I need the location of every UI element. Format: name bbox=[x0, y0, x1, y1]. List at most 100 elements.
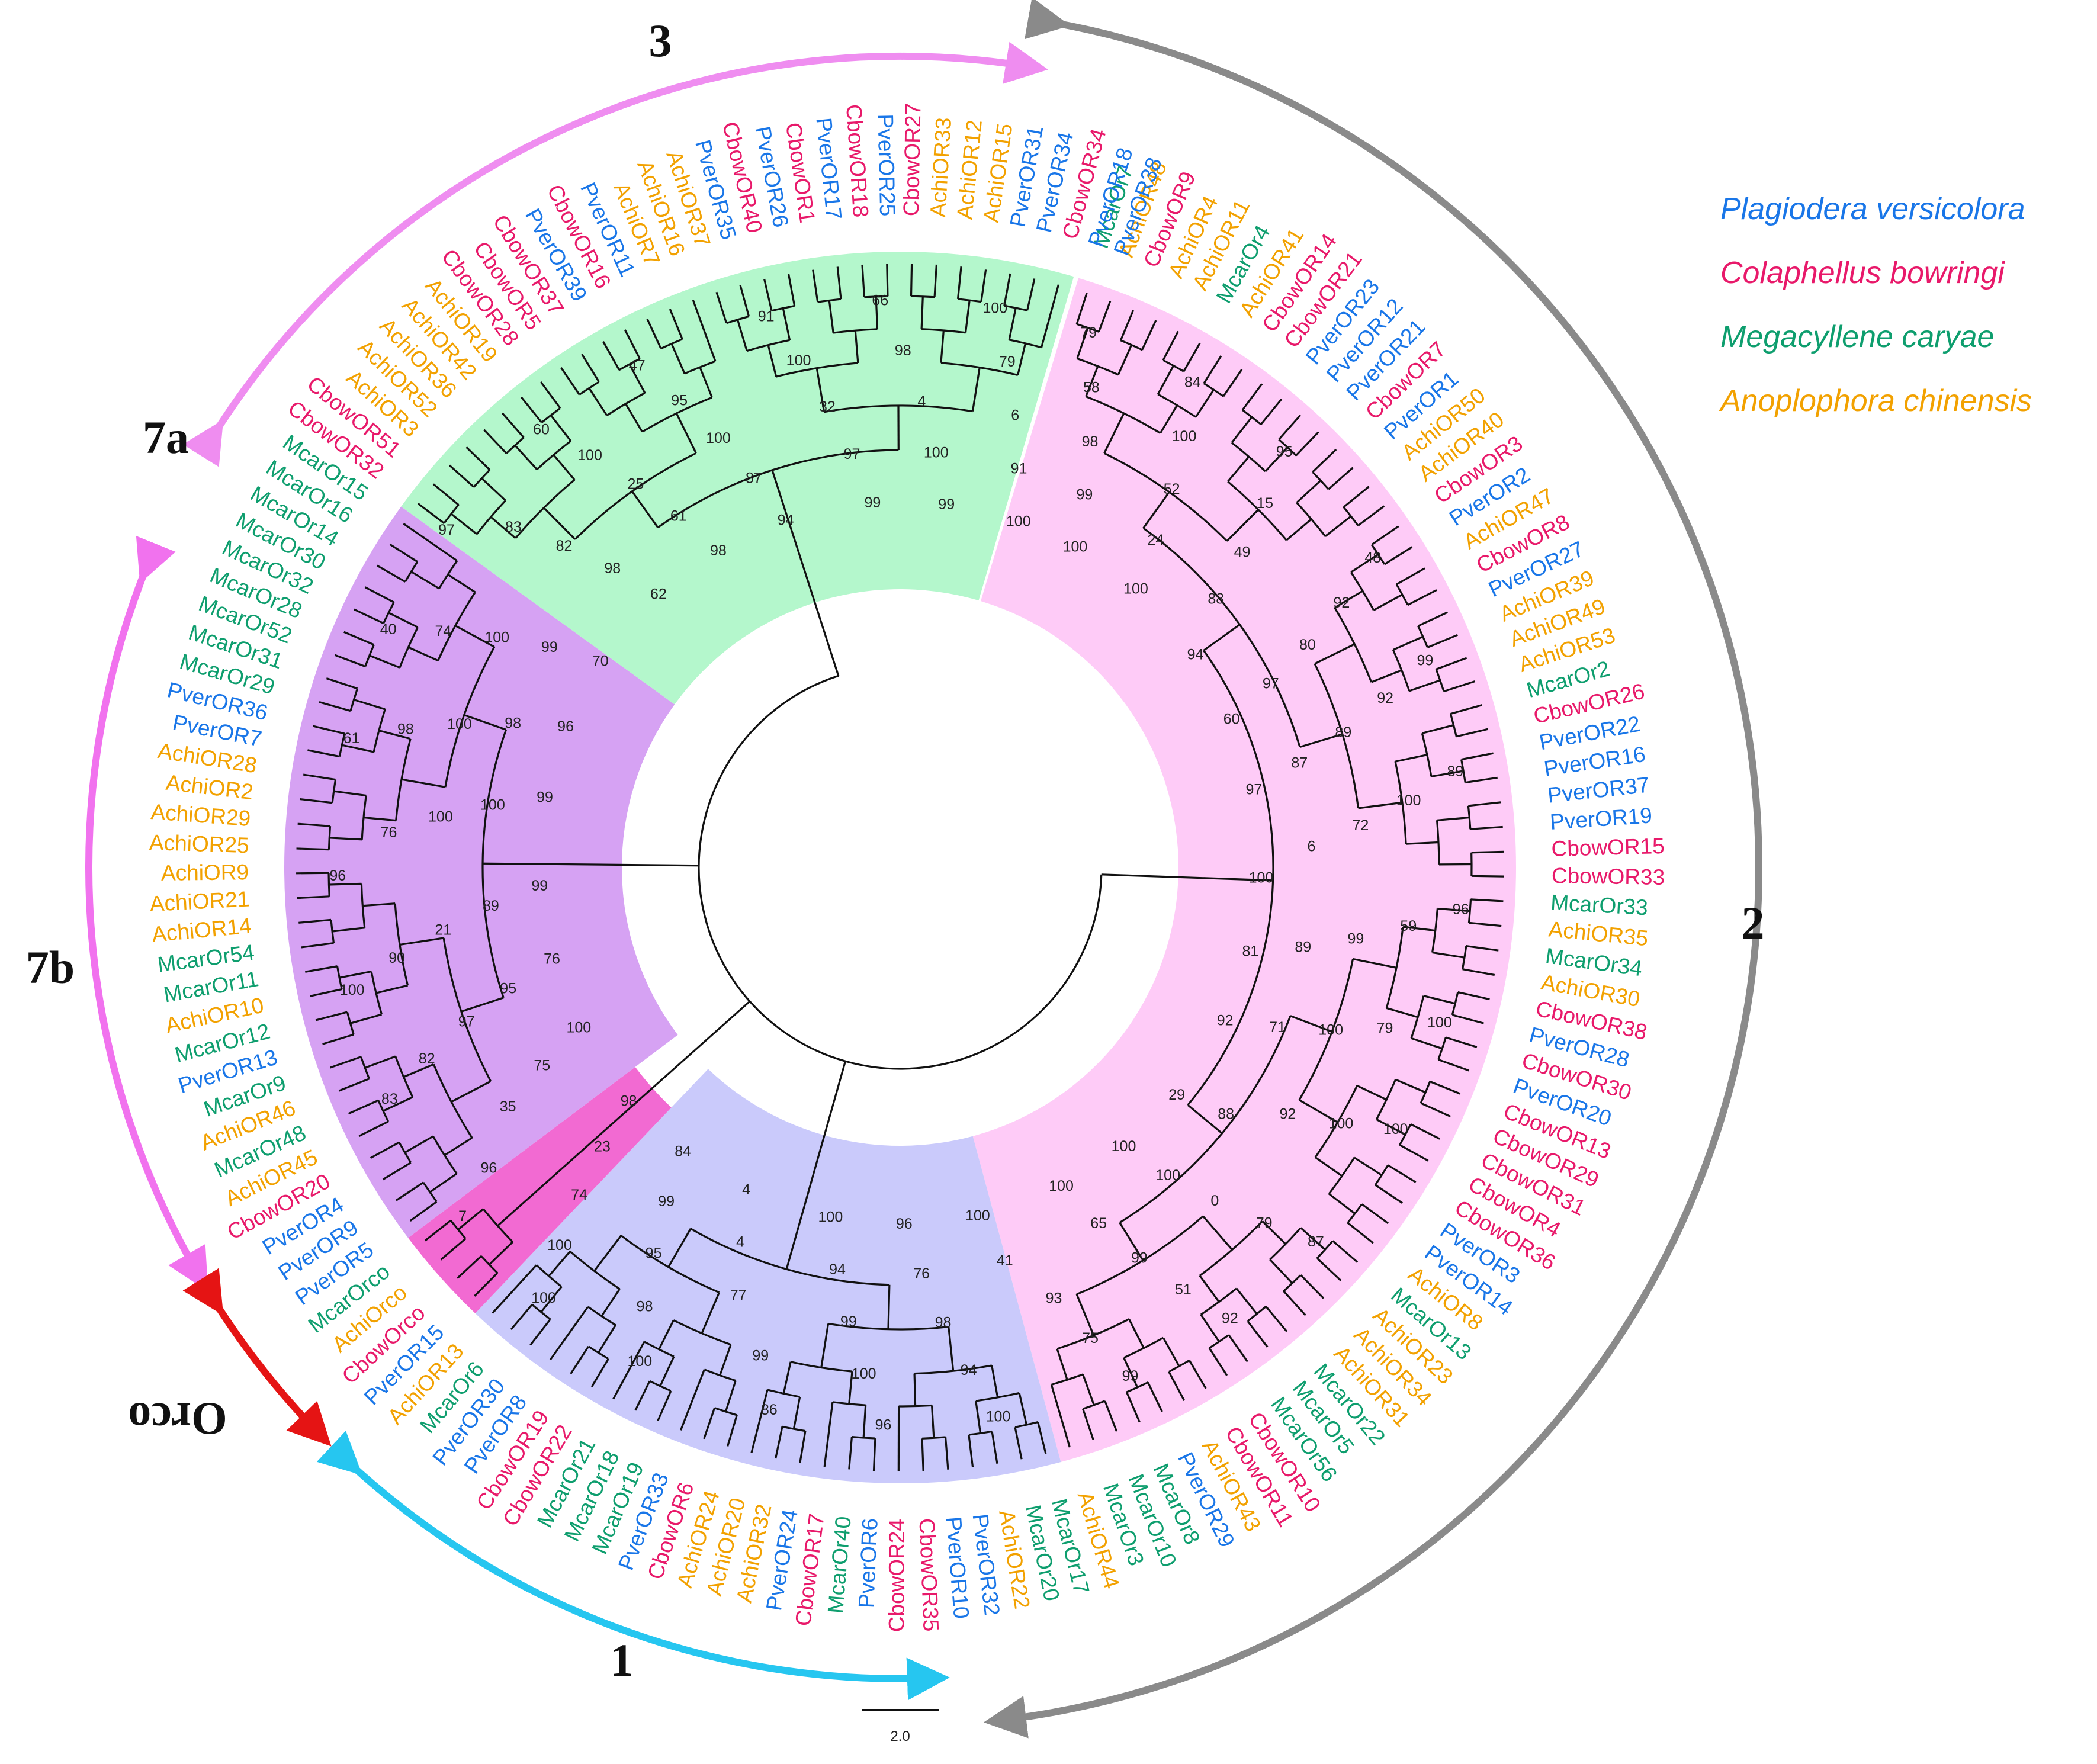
tree-branch bbox=[1350, 553, 1379, 573]
bootstrap-value: 99 bbox=[541, 639, 558, 656]
bootstrap-value: 79 bbox=[1256, 1215, 1273, 1232]
bootstrap-value: 7 bbox=[458, 1208, 467, 1225]
tree-branch bbox=[307, 749, 340, 758]
clade-label-1: 1 bbox=[611, 1634, 634, 1686]
bootstrap-value: 93 bbox=[1046, 1290, 1062, 1307]
tree-branch bbox=[1334, 590, 1363, 609]
tip-label: CbowOR35 bbox=[914, 1518, 943, 1632]
tree-branch bbox=[634, 1380, 651, 1411]
tree-branch bbox=[403, 523, 458, 562]
tree-branch bbox=[1437, 816, 1470, 821]
tree-node-arc bbox=[714, 1407, 737, 1416]
tree-branch bbox=[570, 1345, 590, 1374]
tree-branch bbox=[339, 971, 372, 979]
tree-branch bbox=[1264, 446, 1289, 473]
tree-node-arc bbox=[1420, 1081, 1431, 1104]
bootstrap-value: 100 bbox=[1383, 1121, 1408, 1138]
tree-branch bbox=[1082, 1374, 1095, 1406]
tree-branch bbox=[389, 543, 418, 563]
bootstrap-value: 79 bbox=[1080, 324, 1097, 341]
tree-branch bbox=[1157, 365, 1174, 395]
bootstrap-value: 52 bbox=[1164, 481, 1180, 497]
bootstrap-value: 100 bbox=[986, 1408, 1011, 1425]
tree-node-arc bbox=[480, 1255, 499, 1274]
tree-branch bbox=[297, 822, 330, 827]
clade-label-7b: 7b bbox=[26, 942, 75, 993]
bootstrap-value: 72 bbox=[1353, 817, 1369, 834]
tree-node-arc bbox=[1431, 908, 1438, 953]
tree-branch bbox=[410, 571, 440, 590]
tree-branch bbox=[461, 997, 504, 1013]
clade-arcs bbox=[85, 0, 1762, 1739]
tree-branch bbox=[1261, 1220, 1287, 1245]
bootstrap-value: 48 bbox=[1364, 550, 1381, 566]
tree-branch bbox=[1431, 770, 1464, 777]
tree-branch bbox=[350, 1013, 382, 1024]
tree-branch bbox=[298, 918, 332, 924]
tree-branch bbox=[489, 1241, 513, 1265]
tree-branch bbox=[1265, 1306, 1288, 1332]
tree-node-arc bbox=[704, 1368, 736, 1382]
bootstrap-value: 86 bbox=[761, 1402, 778, 1418]
tree-branch bbox=[1353, 957, 1397, 969]
bootstrap-value: 100 bbox=[1318, 1021, 1343, 1038]
bootstrap-value: 74 bbox=[435, 623, 451, 640]
tree-branch bbox=[1461, 752, 1494, 761]
tree-branch bbox=[719, 1344, 732, 1376]
tree-branch bbox=[354, 699, 386, 711]
tree-node-arc bbox=[1283, 1274, 1302, 1292]
tree-branch bbox=[724, 1380, 737, 1412]
tree-node-arc bbox=[1199, 1220, 1263, 1277]
tree-node-arc bbox=[1460, 759, 1466, 783]
tree-node-arc bbox=[1242, 409, 1262, 425]
tree-branch bbox=[1126, 1392, 1141, 1423]
tree-branch bbox=[1141, 320, 1157, 351]
tree-branch bbox=[1353, 1156, 1383, 1176]
bootstrap-value: 100 bbox=[1063, 538, 1088, 555]
tree-branch bbox=[1101, 873, 1273, 882]
clade-arc-3 bbox=[182, 41, 1048, 467]
bootstrap-value: 25 bbox=[627, 476, 644, 493]
bootstrap-value: 90 bbox=[388, 950, 405, 966]
tree-branch bbox=[1286, 518, 1312, 541]
tree-branch bbox=[1437, 907, 1470, 912]
tip-label: AchiOR25 bbox=[149, 830, 249, 857]
tree-branch bbox=[481, 477, 506, 502]
bootstrap-value: 99 bbox=[1131, 1249, 1148, 1266]
tree-branch bbox=[1328, 467, 1354, 490]
bootstrap-value: 98 bbox=[710, 542, 727, 559]
bootstrap-value: 94 bbox=[961, 1362, 977, 1379]
tree-branch bbox=[1183, 342, 1201, 372]
bootstrap-value: 89 bbox=[483, 898, 499, 914]
tree-branch bbox=[1450, 704, 1482, 715]
tree-branch bbox=[1199, 1275, 1220, 1303]
tree-branch bbox=[447, 573, 476, 593]
bootstrap-value: 15 bbox=[1257, 495, 1273, 512]
bootstrap-value: 77 bbox=[730, 1287, 747, 1304]
tip-label: PverOR25 bbox=[873, 114, 900, 217]
bootstrap-value: 21 bbox=[435, 922, 451, 939]
tree-branch bbox=[1075, 1294, 1095, 1336]
tip-label: AchiOR21 bbox=[149, 886, 250, 915]
tree-branch bbox=[913, 1373, 917, 1406]
bootstrap-value: 98 bbox=[895, 342, 911, 359]
tree-branch bbox=[612, 1341, 646, 1400]
bootstrap-value: 95 bbox=[1276, 444, 1293, 460]
tree-branch bbox=[329, 882, 362, 886]
bootstrap-value: 84 bbox=[1184, 374, 1201, 390]
bootstrap-value: 76 bbox=[544, 950, 560, 967]
tree-branch bbox=[887, 1284, 891, 1329]
tree-branch bbox=[364, 1055, 396, 1069]
tree-node-arc bbox=[1247, 1306, 1267, 1322]
tree-branch bbox=[1356, 1084, 1387, 1101]
tree-branch bbox=[1202, 1215, 1233, 1251]
tree-branch bbox=[1410, 1123, 1440, 1140]
tree-branch bbox=[1392, 635, 1424, 651]
bootstrap-value: 79 bbox=[1377, 1020, 1393, 1037]
tree-branch bbox=[1162, 330, 1179, 361]
tree-node-arc bbox=[360, 1056, 370, 1079]
bootstrap-value: 6 bbox=[1011, 407, 1019, 424]
bootstrap-value: 61 bbox=[670, 507, 687, 524]
tree-branch bbox=[543, 507, 576, 540]
tree-branch bbox=[1119, 310, 1135, 341]
